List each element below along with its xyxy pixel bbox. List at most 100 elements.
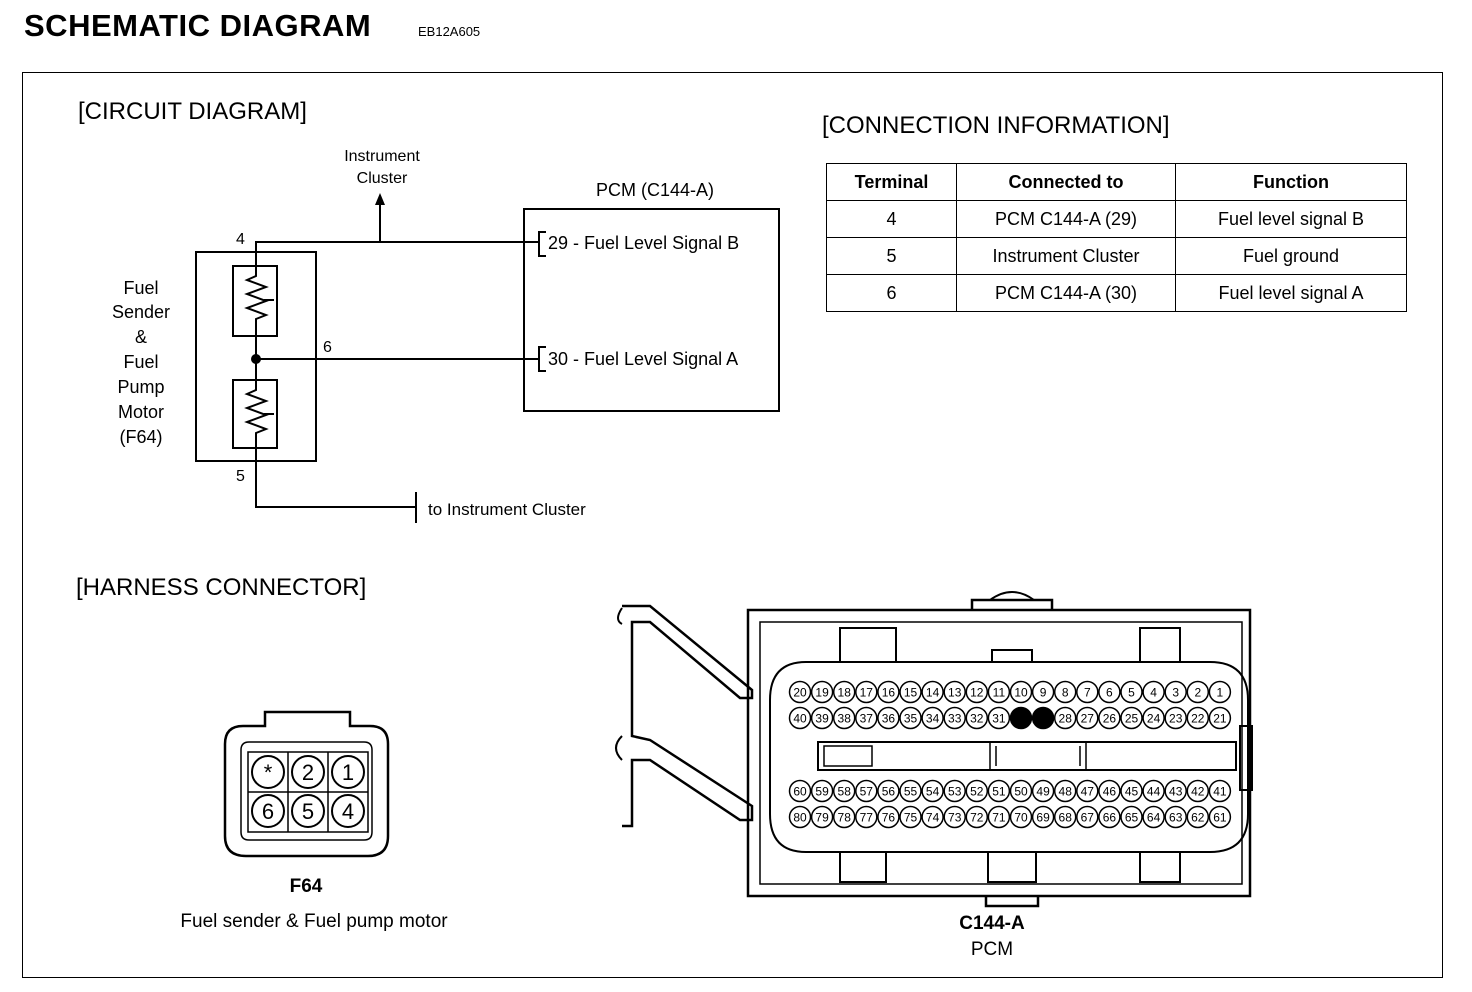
f64-pin: * — [264, 760, 273, 785]
c144a-pin-label: 48 — [1059, 785, 1073, 799]
c144a-pin-label: 50 — [1014, 785, 1028, 799]
c144a-pin-label: 74 — [926, 811, 940, 825]
c144a-pin-label: 61 — [1213, 811, 1227, 825]
c144a-pin-label: 66 — [1103, 811, 1117, 825]
c144a-pin — [1098, 779, 1121, 803]
harness-connector-heading: [HARNESS CONNECTOR] — [76, 574, 367, 601]
c144a-pin-label: 23 — [1169, 712, 1183, 726]
component-label-line: Motor — [118, 402, 164, 422]
c144a-pin-label: 68 — [1059, 811, 1073, 825]
c144a-pin-label: 79 — [815, 811, 829, 825]
c144a-pin — [1076, 706, 1099, 730]
c144a-pin — [965, 805, 989, 829]
c144a-pin — [1120, 680, 1143, 704]
c144a-pin-label: 47 — [1081, 785, 1095, 799]
c144a-pin-label: 12 — [970, 686, 984, 700]
c144a-pin — [965, 779, 989, 803]
c144a-pin-label: 45 — [1125, 785, 1139, 799]
c144a-pin-label: 72 — [970, 811, 984, 825]
c144a-pin — [899, 779, 922, 803]
c144a-pin — [877, 706, 900, 730]
c144a-pin — [965, 680, 989, 704]
c144a-pin — [1208, 805, 1232, 829]
c144a-pin-label: 62 — [1191, 811, 1205, 825]
c144a-pin — [899, 680, 922, 704]
c144a-pin-label: 36 — [882, 712, 896, 726]
resistor-zigzag-upper — [244, 266, 269, 336]
c144a-pin-label: 63 — [1169, 811, 1183, 825]
c144a-pin — [1009, 680, 1033, 704]
connection-table: Terminal Connected to Function 4 PCM C14… — [826, 163, 1407, 312]
arrow-up-icon — [375, 193, 385, 205]
diagram-frame — [22, 72, 1443, 978]
c144a-pin — [1076, 680, 1099, 704]
c144a-pin — [788, 706, 812, 730]
wire-signal-b — [255, 241, 539, 266]
c144a-pin-label: 10 — [1014, 686, 1028, 700]
c144a-pin — [1120, 779, 1143, 803]
c144a-pin — [1208, 779, 1232, 803]
c144a-pin — [1186, 706, 1210, 730]
c144a-pin — [921, 680, 944, 704]
c144a-pin-label: 55 — [904, 785, 918, 799]
c144a-pin-label: 31 — [992, 712, 1006, 726]
c144a-pin — [1142, 680, 1165, 704]
c144a-pin — [1208, 706, 1232, 730]
c144a-pin-filled — [1009, 706, 1033, 730]
c144a-pin — [788, 779, 812, 803]
c144a-pin — [987, 779, 1011, 803]
header-terminal: Terminal — [826, 163, 957, 201]
c144a-pin-label: 11 — [993, 686, 1006, 700]
pin-30-bracket — [538, 346, 546, 372]
pcm-box — [523, 208, 780, 412]
c144a-pin — [921, 706, 944, 730]
c144a-pin — [1031, 779, 1055, 803]
c144a-pin — [1142, 805, 1165, 829]
c144a-pin — [943, 706, 966, 730]
c144a-pin — [987, 706, 1011, 730]
f64-pin: 6 — [262, 799, 274, 824]
c144a-pin-label: 54 — [926, 785, 940, 799]
junction-dot — [251, 354, 261, 364]
cell-terminal: 6 — [826, 274, 957, 312]
c144a-pin — [1098, 680, 1121, 704]
c144a-pin — [1053, 779, 1077, 803]
c144a-pin-label: 2 — [1194, 686, 1201, 700]
f64-pin: 4 — [342, 799, 354, 824]
c144a-pin-label: 22 — [1191, 712, 1205, 726]
cell-terminal: 4 — [826, 200, 957, 238]
c144a-pin-label: 16 — [882, 686, 896, 700]
resistor-zigzag-lower — [244, 380, 269, 448]
c144a-pin-label: 24 — [1147, 712, 1161, 726]
c144a-pin — [855, 779, 878, 803]
c144a-pin — [810, 779, 834, 803]
c144a-pin — [1164, 706, 1187, 730]
cell-connected-to: Instrument Cluster — [956, 237, 1176, 275]
c144a-pin — [832, 779, 856, 803]
c144a-pin-label: 44 — [1147, 785, 1161, 799]
component-label-line: Sender — [112, 302, 170, 322]
c144a-pin — [921, 779, 944, 803]
c144a-pin-label: 57 — [860, 785, 874, 799]
c144a-pin-label: 18 — [838, 686, 852, 700]
c144a-pin — [810, 805, 834, 829]
c144a-pin-label: 28 — [1059, 712, 1073, 726]
c144a-pin-label: 32 — [970, 712, 984, 726]
c144a-pin-label: 4 — [1150, 686, 1157, 700]
c144a-pin-label: 60 — [793, 785, 807, 799]
c144a-pin-label: 49 — [1036, 785, 1050, 799]
c144a-pin — [1186, 779, 1210, 803]
c144a-pin-label: 1 — [1217, 686, 1224, 700]
c144a-pin-label: 5 — [1128, 686, 1135, 700]
c144a-connector — [615, 591, 1253, 908]
c144a-pin — [855, 706, 878, 730]
c144a-pin — [1009, 779, 1033, 803]
c144a-pin — [943, 680, 966, 704]
pin-29-bracket — [538, 231, 546, 257]
c144a-pin — [965, 706, 989, 730]
c144a-pin-label: 70 — [1014, 811, 1028, 825]
connection-info-heading: [CONNECTION INFORMATION] — [822, 112, 1170, 139]
c144a-pin-label: 7 — [1084, 686, 1091, 700]
c144a-pin — [1076, 805, 1099, 829]
c144a-pin-label: 17 — [860, 686, 874, 700]
